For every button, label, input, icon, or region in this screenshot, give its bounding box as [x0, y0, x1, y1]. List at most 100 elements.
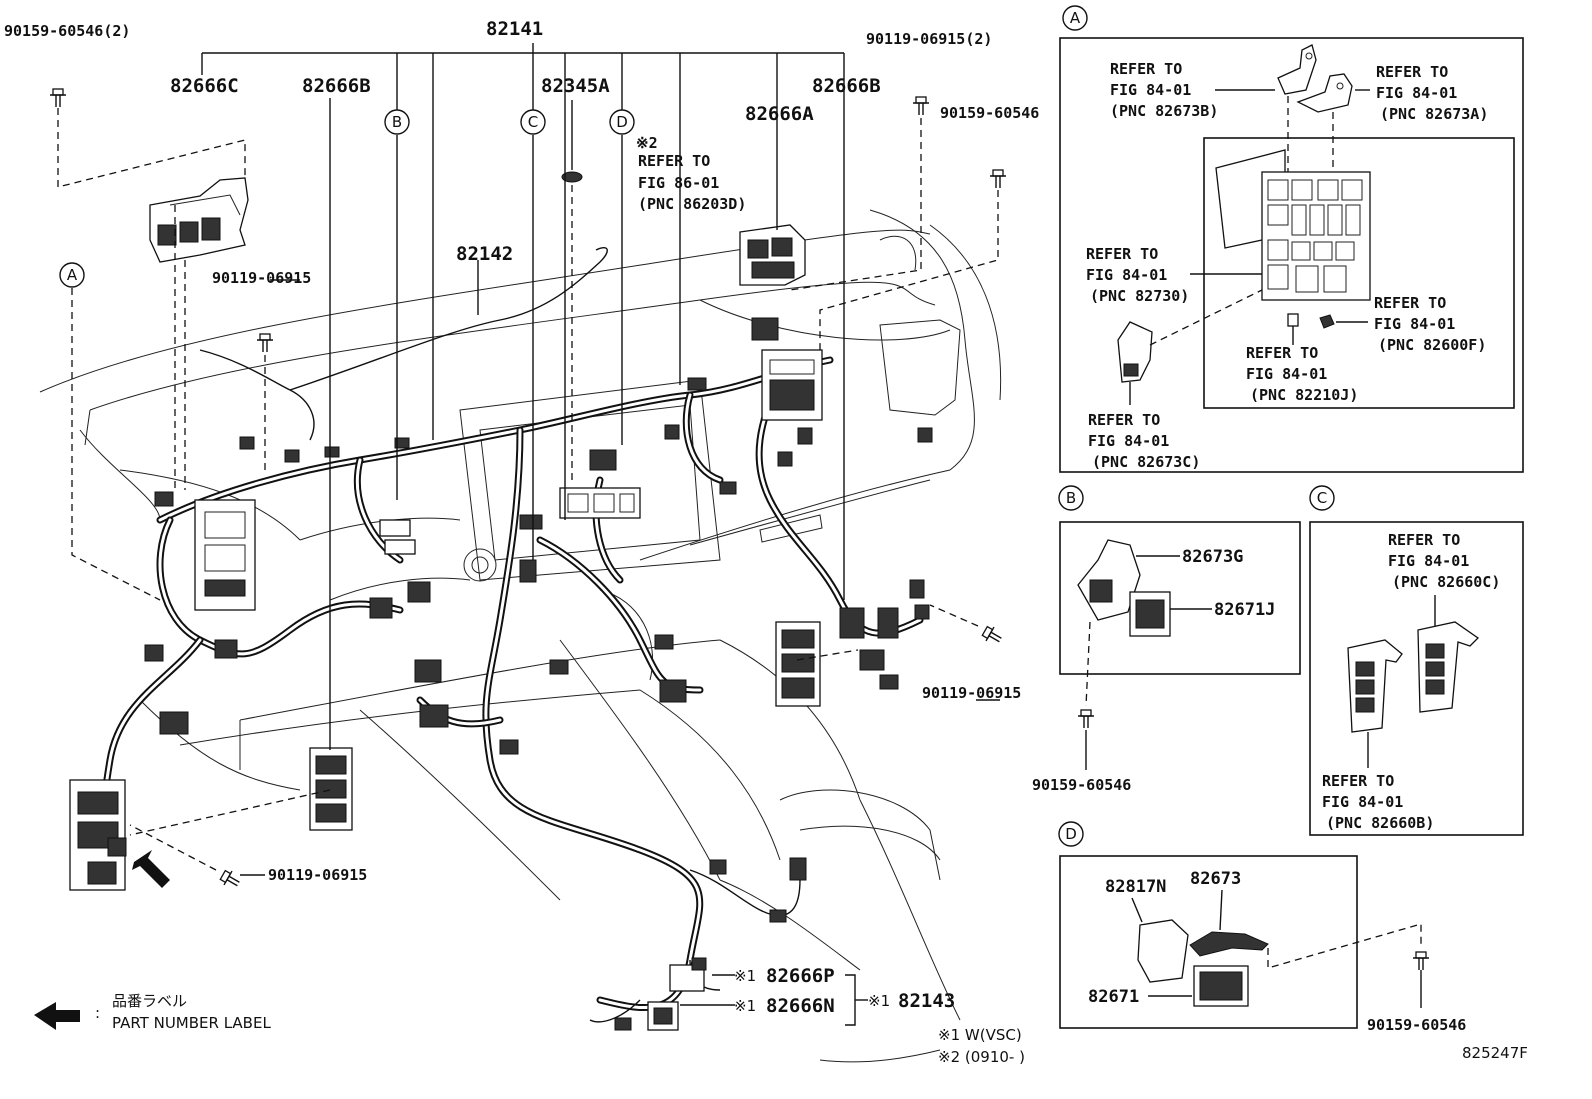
bolt-icon [1078, 709, 1094, 728]
callout-d-main: D [609, 109, 635, 135]
svg-text:FIG 84-01: FIG 84-01 [1110, 81, 1191, 99]
svg-text:D: D [616, 113, 628, 131]
svg-text:REFER TO: REFER TO [1086, 245, 1158, 263]
svg-text:FIG 84-01: FIG 84-01 [1374, 315, 1455, 333]
svg-text:(PNC 82673B): (PNC 82673B) [1110, 102, 1218, 120]
note-refer-fig-86-01: ※2 REFER TO FIG 86-01 (PNC 86203D) [636, 134, 746, 213]
svg-text:FIG 84-01: FIG 84-01 [1388, 552, 1469, 570]
svg-text:FIG 86-01: FIG 86-01 [638, 174, 719, 192]
svg-text:REFER TO: REFER TO [1110, 60, 1182, 78]
inset-d: D 82817N 82673 82671 90159-60546 [1058, 821, 1466, 1034]
svg-text:(PNC 82673C): (PNC 82673C) [1092, 453, 1200, 471]
svg-text:REFER TO: REFER TO [1246, 344, 1318, 362]
part-82666C-relay-block [149, 177, 249, 263]
label-82141: 82141 [486, 18, 543, 40]
label-82666B-right: 82666B [812, 75, 881, 97]
label-82666C: 82666C [170, 75, 239, 97]
svg-text:(PNC 82660B): (PNC 82660B) [1326, 814, 1434, 832]
svg-text:(PNC 82673A): (PNC 82673A) [1380, 105, 1488, 123]
part-number-label-arrow-icon [132, 850, 170, 888]
mark-2: ※2 [636, 134, 658, 152]
part-82666B-right-relay-block [775, 621, 821, 707]
callout-c-main: C [520, 109, 546, 135]
svg-text:C: C [1317, 489, 1327, 507]
svg-text:(PNC 86203D): (PNC 86203D) [638, 195, 746, 213]
svg-text:FIG 84-01: FIG 84-01 [1322, 793, 1403, 811]
svg-text:C: C [528, 113, 538, 131]
inset-a: A REFER TO FIG 84-01 (PNC 82673B) REFER … [1059, 5, 1524, 473]
harness-bundles [99, 246, 924, 1023]
svg-text:(PNC 82730): (PNC 82730) [1090, 287, 1189, 305]
svg-text:(PNC 82210J): (PNC 82210J) [1250, 386, 1358, 404]
svg-text:D: D [1065, 825, 1077, 843]
callout-b-main: B [384, 109, 410, 135]
label-82666P: 82666P [766, 965, 835, 987]
svg-text:REFER TO: REFER TO [1374, 294, 1446, 312]
label-90159-60546-top: 90159-60546 [940, 104, 1039, 122]
figure-id: 825247F [1462, 1044, 1528, 1062]
leader-lines [201, 43, 1000, 1026]
svg-text:FIG 84-01: FIG 84-01 [1376, 84, 1457, 102]
mark-1-82666P: ※1 [734, 967, 756, 985]
legend-colon: : [95, 1004, 100, 1022]
svg-text:(PNC 82660C): (PNC 82660C) [1392, 573, 1500, 591]
inset-c: C REFER TO FIG 84-01 (PNC 82660C) REFER … [1309, 485, 1524, 836]
label-90119-06915-bottom: 90119-06915 [268, 866, 367, 884]
label-82666N: 82666N [766, 995, 835, 1017]
mark-1-82666N: ※1 [734, 997, 756, 1015]
svg-text:(PNC 82600F): (PNC 82600F) [1378, 336, 1486, 354]
label-90119-06915-right: 90119-06915 [922, 684, 1021, 702]
svg-text:REFER TO: REFER TO [1388, 531, 1460, 549]
svg-text:FIG 84-01: FIG 84-01 [1246, 365, 1327, 383]
label-90119-06915-mid: 90119-06915 [212, 269, 311, 287]
svg-text:B: B [392, 113, 402, 131]
part-82666P-82666N-connectors [647, 957, 707, 1031]
svg-text:REFER TO: REFER TO [1088, 411, 1160, 429]
callout-a-main: A [59, 262, 85, 288]
label-82345A: 82345A [541, 75, 610, 97]
svg-text:A: A [1070, 9, 1081, 27]
bolt-icon [981, 625, 1002, 643]
legend-jp: 品番ラベル [112, 992, 187, 1010]
footnote-1: ※1 W(VSC) [938, 1026, 1022, 1044]
bolt-icon [1413, 951, 1429, 970]
dashed-reference-lines [57, 108, 999, 871]
legend-arrow-icon [34, 1002, 80, 1030]
label-82817N: 82817N [1105, 877, 1166, 897]
part-82666B-left-relay-block [309, 747, 353, 831]
label-82673: 82673 [1190, 869, 1241, 889]
label-82142: 82142 [456, 243, 513, 265]
harness-connectors [69, 317, 933, 1031]
legend-en: PART NUMBER LABEL [112, 1014, 271, 1032]
label-inset-b-bolt: 90159-60546 [1032, 776, 1131, 794]
svg-text:REFER TO: REFER TO [1322, 772, 1394, 790]
label-inset-d-bolt: 90159-60546 [1367, 1016, 1466, 1034]
part-82345A-clip [561, 171, 583, 183]
legend: 品番ラベル : PART NUMBER LABEL [34, 992, 271, 1032]
svg-text:A: A [67, 266, 78, 284]
label-82143: 82143 [898, 990, 955, 1012]
bolt-icon [257, 333, 273, 352]
bolt-icon [913, 96, 929, 115]
label-82671: 82671 [1088, 987, 1139, 1007]
inset-b: B 82673G 82671J 90159-60546 [1032, 485, 1301, 794]
label-90159-60546-2: 90159-60546(2) [4, 22, 130, 40]
label-82666B-left: 82666B [302, 75, 371, 97]
label-82666A: 82666A [745, 103, 814, 125]
svg-text:REFER TO: REFER TO [1376, 63, 1448, 81]
part-82666A-relay-block [739, 224, 806, 286]
svg-text:FIG 84-01: FIG 84-01 [1088, 432, 1169, 450]
svg-text:REFER TO: REFER TO [638, 152, 710, 170]
svg-text:FIG 84-01: FIG 84-01 [1086, 266, 1167, 284]
label-90119-06915-2: 90119-06915(2) [866, 30, 992, 48]
bolt-icon [990, 169, 1006, 188]
bolt-icon [50, 88, 66, 107]
mark-1-82143: ※1 [868, 992, 890, 1010]
bolt-icons [50, 88, 1429, 970]
bolt-icon [219, 869, 240, 887]
label-82671J: 82671J [1214, 600, 1275, 620]
svg-text:B: B [1066, 489, 1076, 507]
footnote-2: ※2 (0910- ) [938, 1048, 1025, 1066]
label-82673G: 82673G [1182, 547, 1243, 567]
